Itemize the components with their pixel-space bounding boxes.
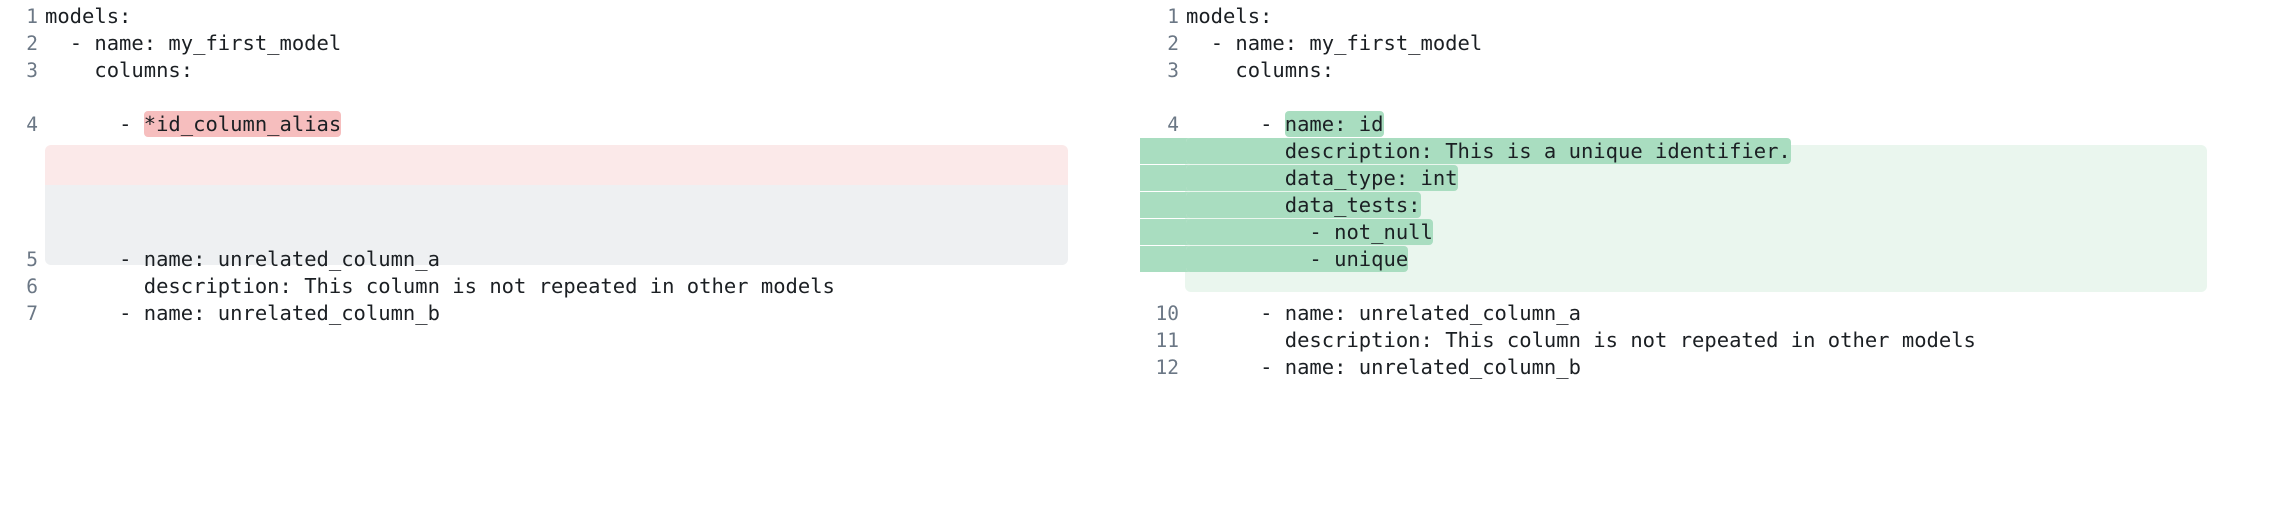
- code-text: - name: my_first_model: [1210, 31, 1483, 55]
- code-text: - name: unrelated_column_b: [119, 301, 440, 325]
- code-line[interactable]: 5 - name: unrelated_column_a: [0, 246, 1139, 273]
- code-line-added[interactable]: 5 description: This is a unique identifi…: [1140, 138, 2278, 165]
- code-line[interactable]: 2 - name: my_first_model: [1140, 30, 2278, 57]
- added-line-highlight: data_type: int: [1186, 165, 1458, 191]
- added-line-highlight: description: This is a unique identifier…: [1186, 138, 1791, 164]
- filler-line: [0, 138, 1139, 165]
- line-number: 7: [26, 302, 38, 325]
- hunk-bottom-padding: [1140, 273, 2278, 300]
- filler-band: [45, 185, 1068, 265]
- code-line[interactable]: 6 description: This column is not repeat…: [0, 273, 1139, 300]
- code-text: data_type: int: [1186, 165, 1458, 192]
- code-line-added[interactable]: 6 data_type: int: [1140, 165, 2278, 192]
- code-line[interactable]: 2 - name: my_first_model: [0, 30, 1139, 57]
- code-line[interactable]: 11 description: This column is not repea…: [1140, 327, 2278, 354]
- code-line[interactable]: 3 columns:: [1140, 57, 2278, 84]
- line-number: 3: [26, 59, 38, 82]
- line-number: 4: [26, 113, 38, 136]
- code-line[interactable]: 1 models:: [0, 3, 1139, 30]
- code-lines-after: 1 models: 2 - name: my_first_model 3 col…: [1140, 0, 2278, 528]
- line-number: 6: [1167, 167, 1179, 190]
- line-number: 8: [1167, 221, 1179, 244]
- code-line-removed[interactable]: 4 - *id_column_alias: [0, 111, 1139, 138]
- line-number: 2: [1167, 32, 1179, 55]
- line-number: 9: [1167, 248, 1179, 271]
- code-text: - name: unrelated_column_a: [1260, 301, 1581, 325]
- line-number: 12: [1155, 356, 1179, 379]
- line-number: 3: [1167, 59, 1179, 82]
- line-number: 5: [26, 248, 38, 271]
- filler-line: [0, 165, 1139, 192]
- code-text: description: This is a unique identifier…: [1186, 138, 1791, 165]
- code-text: - name: my_first_model: [69, 31, 342, 55]
- line-number: 1: [26, 5, 38, 28]
- code-text: - name: unrelated_column_a: [119, 247, 440, 271]
- removed-hunk-band: [45, 145, 1068, 185]
- code-line[interactable]: 10 - name: unrelated_column_a: [1140, 300, 2278, 327]
- line-number: 5: [1167, 140, 1179, 163]
- code-line[interactable]: 12 - name: unrelated_column_b: [1140, 354, 2278, 381]
- code-text: models:: [1186, 4, 1273, 28]
- added-line-highlight: - unique: [1186, 246, 1409, 272]
- removed-word-highlight: *id_column_alias: [143, 111, 342, 137]
- diff-pane-after: 1 models: 2 - name: my_first_model 3 col…: [1139, 0, 2278, 528]
- added-line-highlight: - not_null: [1186, 219, 1433, 245]
- code-text: description: This column is not repeated…: [143, 274, 835, 298]
- code-line-added[interactable]: 4 - name: id: [1140, 111, 2278, 138]
- code-text: columns:: [94, 58, 194, 82]
- diff-pane-before: 1 models: 2 - name: my_first_model 3 col…: [0, 3, 1139, 327]
- code-text: - name: unrelated_column_b: [1260, 355, 1581, 379]
- line-number: 6: [26, 275, 38, 298]
- code-text: description: This column is not repeated…: [1284, 328, 1976, 352]
- line-number: 1: [1167, 5, 1179, 28]
- code-line-added[interactable]: 7 data_tests:: [1140, 192, 2278, 219]
- hunk-top-padding: [0, 84, 1139, 111]
- added-line-highlight: data_tests:: [1186, 192, 1421, 218]
- code-text: - *id_column_alias: [119, 111, 342, 137]
- code-text: - name: id: [1260, 111, 1384, 137]
- code-text: columns:: [1235, 58, 1335, 82]
- line-number: 4: [1167, 113, 1179, 136]
- code-line-added[interactable]: 9 - unique: [1140, 246, 2278, 273]
- line-number: 2: [26, 32, 38, 55]
- line-number: 11: [1155, 329, 1179, 352]
- added-word-highlight: name: id: [1284, 111, 1384, 137]
- line-number: 7: [1167, 194, 1179, 217]
- hunk-top-padding: [1140, 84, 2278, 111]
- code-text: models:: [45, 4, 132, 28]
- code-line-added[interactable]: 8 - not_null: [1140, 219, 2278, 246]
- code-lines-before: 1 models: 2 - name: my_first_model 3 col…: [0, 3, 1139, 327]
- code-line[interactable]: 1 models:: [1140, 3, 2278, 30]
- filler-line: [0, 219, 1139, 246]
- code-text: data_tests:: [1186, 192, 1421, 219]
- code-text: - unique: [1186, 246, 1409, 273]
- code-line[interactable]: 3 columns:: [0, 57, 1139, 84]
- line-number: 10: [1155, 302, 1179, 325]
- filler-line: [0, 192, 1139, 219]
- code-line[interactable]: 7 - name: unrelated_column_b: [0, 300, 1139, 327]
- code-text: - not_null: [1186, 219, 1433, 246]
